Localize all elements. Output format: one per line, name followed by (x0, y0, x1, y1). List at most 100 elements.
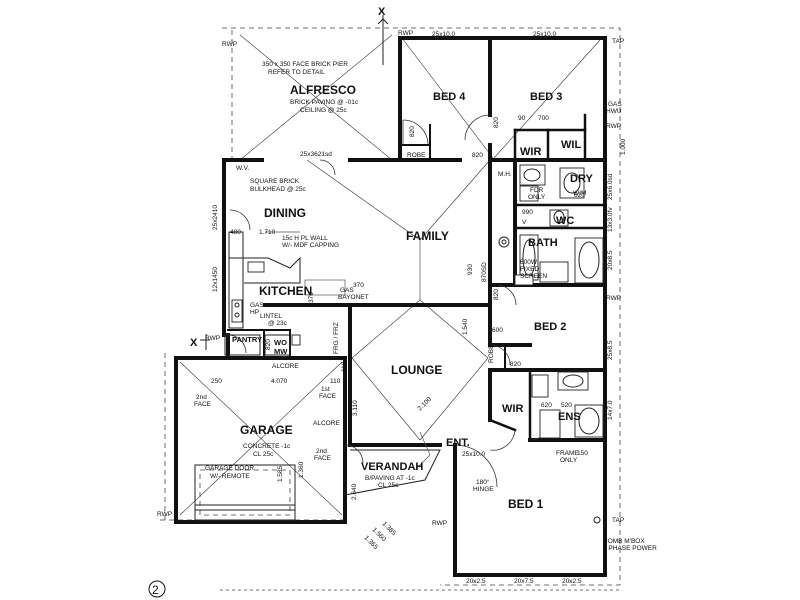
note-face2nd-a: 2nd (196, 394, 207, 401)
dim-2410: 25x2410 (212, 205, 219, 230)
room-verandah: VERANDAH (361, 461, 423, 473)
note-gas-hwu2: HWU (606, 108, 622, 115)
note-hinge2: HINGE (473, 486, 494, 493)
dim-20x25-a: 20x2.5 (466, 578, 486, 585)
room-wir2: WIR (502, 403, 523, 415)
room-lounge: LOUNGE (391, 363, 442, 377)
dim-25x60: 25x6.0sd (607, 173, 614, 200)
note-hinge1: 180° (476, 478, 490, 486)
note-alf-span: 25x3621sd (300, 151, 332, 158)
note-only: ONLY (528, 194, 546, 201)
room-garage: GARAGE (240, 423, 293, 437)
dim-25x85: 25x8.5 (607, 340, 614, 360)
note-face2nd-b: FACE (194, 401, 212, 408)
note-comb1: COMB M'BOX (603, 538, 645, 545)
dim-820-f: 820 (265, 339, 272, 350)
kitchen-benches (228, 231, 346, 346)
note-dining-bulk2: BULKHEAD @ 25c (250, 186, 306, 193)
notes: 350 x 350 FACE BRICK PIER REFER TO DETAI… (157, 30, 657, 552)
note-rwp7: RWP (606, 123, 621, 130)
note-garage1: CONCRETE -1c (243, 443, 291, 450)
room-bed4: BED 4 (433, 91, 466, 103)
note-pier1: 350 x 350 FACE BRICK PIER (262, 61, 348, 68)
dim-1000: 1.000 (620, 138, 627, 155)
section-marker-top: X (377, 6, 389, 65)
dim-1540: 1.540 (462, 318, 469, 335)
dim-620b: 620 (574, 192, 585, 199)
note-gas-hwu1: GAS (608, 101, 622, 108)
room-wo: WO (274, 338, 287, 347)
note-lintel1: LINTEL (260, 313, 282, 320)
room-mw: MW (274, 347, 288, 356)
dim-90: 90 (518, 115, 526, 122)
dim-13x30: 13x3.0fv (607, 207, 614, 232)
room-ent: ENT. (446, 437, 470, 449)
note-wm: W/M (573, 190, 586, 197)
note-alcore2: ALCORE (313, 420, 340, 427)
note-alf-ceil: CEILING @ 25c (300, 107, 347, 114)
dim-1710: 1.710 (259, 229, 276, 236)
note-fdr: FDR (530, 187, 544, 194)
room-pantry: PANTRY (232, 335, 262, 344)
room-family: FAMILY (406, 229, 449, 243)
dim-20x85: 20x8.5 (607, 250, 614, 270)
room-wil: WIL (561, 139, 581, 151)
room-labels: ALFRESCO BED 4 BED 3 WIR WIL DRY WC BATH… (232, 83, 593, 511)
note-gdoor1: GARAGE DOOR (205, 465, 254, 472)
robe-bed2: ROBE (488, 344, 495, 363)
note-frg: FRG / FRZ (333, 322, 340, 354)
note-garage2: CL 25c (253, 451, 274, 458)
robe-bed4: ROBE (407, 152, 426, 159)
note-gas-bay1: GAS (340, 287, 354, 294)
note-gas-hp1: GAS (250, 302, 264, 309)
note-mh: M.H. (498, 171, 512, 178)
note-rwp4: RWP (157, 511, 172, 518)
note-face2nd2-a: 2nd (316, 448, 327, 455)
note-ver1: B/PAVING AT -1c (365, 475, 415, 482)
dim-820-e: 820 (510, 361, 521, 368)
note-face1st-a: 1st (321, 386, 330, 393)
dim-25x10-c: 25x10.0 (462, 451, 486, 458)
note-fixed3: SCREEN (520, 273, 547, 280)
dim-20x75: 20x7.5 (514, 578, 534, 585)
note-tap1: TAP (612, 38, 624, 45)
dim-990: 990 (522, 209, 533, 216)
note-face1st-b: FACE (319, 393, 337, 400)
dim-14x70: 14x7.0 (607, 400, 614, 420)
note-frame1: FRAME (556, 450, 579, 457)
dimensions: 25x10.0 25x10.0 25x10.0 20x2.5 20x7.5 20… (211, 31, 627, 585)
note-face2nd2-b: FACE (314, 455, 332, 462)
dim-370-b: 370 (308, 292, 315, 303)
dim-110-b: 110 (341, 361, 348, 372)
note-alcore1: ALCORE (272, 363, 299, 370)
note-gas-bay2: BAYONET (338, 294, 369, 301)
note-dining-bulk1: SQUARE BRICK (250, 178, 300, 185)
section-marker-left: X (190, 334, 210, 350)
note-lintel2: @ 23c (268, 320, 288, 327)
dim-1450: 12x1450 (212, 267, 219, 292)
room-wir-top: WIR (520, 146, 541, 158)
dim-20x25-b: 20x2.5 (562, 578, 582, 585)
dim-2100: 2.100 (416, 396, 433, 413)
dim-600: 600 (492, 327, 503, 334)
dim-820-d: 820 (493, 289, 500, 300)
garage-door (194, 334, 296, 521)
wet-fixtures (498, 164, 604, 439)
note-wv: W.V. (236, 165, 249, 172)
room-kitchen: KITCHEN (259, 284, 312, 298)
dim-110-a: 110 (330, 378, 341, 385)
room-dining: DINING (264, 206, 306, 220)
note-fixed1: 600W (520, 259, 538, 266)
room-bed3: BED 3 (530, 91, 562, 103)
note-fixed2: FIXED (520, 266, 539, 273)
note-rwp6: RWP (606, 295, 621, 302)
note-v: V (522, 219, 527, 226)
room-wc: WC (556, 215, 574, 227)
note-tap2: TAP (612, 517, 624, 524)
dim-620: 620 (541, 402, 552, 409)
dim-700: 700 (538, 115, 549, 122)
dim-1585: 1.585 (277, 465, 284, 482)
dim-1360: 1.360 (298, 461, 305, 478)
dim-25x10-a: 25x10.0 (432, 31, 456, 38)
